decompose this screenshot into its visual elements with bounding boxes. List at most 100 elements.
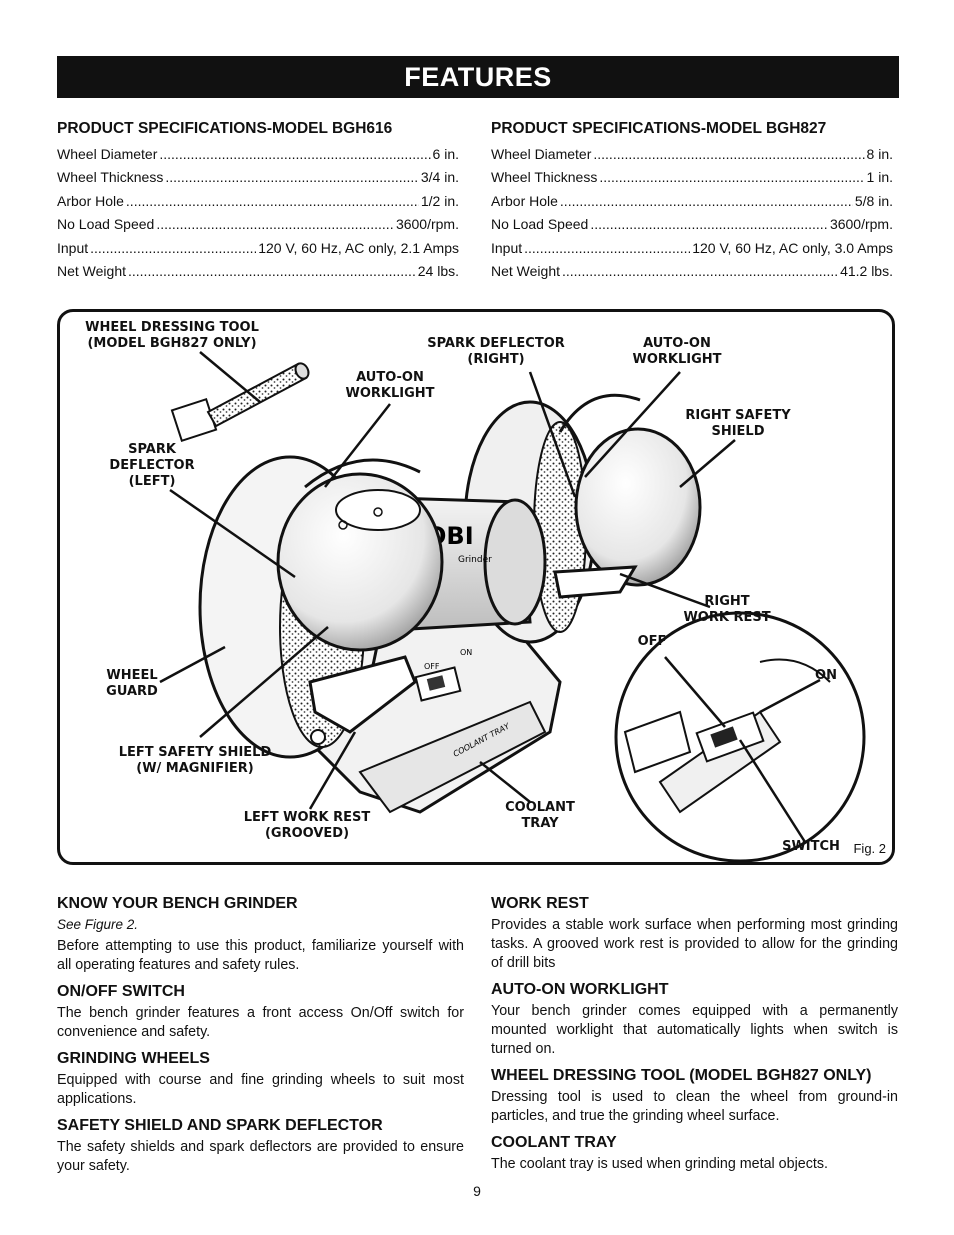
spec-row: Wheel Thickness 1 in.: [491, 169, 893, 192]
section-heading: COOLANT TRAY: [491, 1134, 617, 1151]
leader-dots: [599, 169, 864, 185]
section-coolant-tray: COOLANT TRAY The coolant tray is used wh…: [491, 1134, 898, 1174]
leader-dots: [90, 240, 256, 256]
spec-row: Net Weight 41.2 lbs.: [491, 263, 893, 286]
callout-off: OFF: [637, 634, 667, 649]
specs-bgh827-title: PRODUCT SPECIFICATIONS-MODEL BGH827: [491, 120, 827, 137]
spec-value: 120 V, 60 Hz, AC only, 3.0 Amps: [692, 239, 893, 256]
spec-label: No Load Speed: [57, 216, 155, 233]
section-heading: ON/OFF SWITCH: [57, 983, 185, 1000]
section-note: See Figure 2.: [57, 917, 139, 932]
spec-value: 120 V, 60 Hz, AC only, 2.1 Amps: [258, 239, 459, 256]
section-grinding-wheels: GRINDING WHEELS Equipped with course and…: [57, 1050, 464, 1109]
spec-row: No Load Speed 3600/rpm.: [491, 216, 893, 239]
features-left-column: KNOW YOUR BENCH GRINDER See Figure 2. Be…: [57, 895, 464, 1184]
spec-row: Wheel Diameter 6 in.: [57, 146, 459, 169]
spec-value: 5/8 in.: [854, 192, 893, 209]
section-body: The bench grinder features a front acces…: [57, 1005, 464, 1040]
section-body: Before attempting to use this product, f…: [57, 938, 464, 973]
switch-inset: [614, 611, 866, 862]
section-body: Your bench grinder comes equipped with a…: [491, 1003, 898, 1057]
leader-dots: [128, 263, 416, 279]
spec-value: 3600/rpm.: [395, 216, 459, 233]
spec-row: Input 120 V, 60 Hz, AC only, 3.0 Amps: [491, 240, 893, 263]
section-heading: WHEEL DRESSING TOOL (MODEL BGH827 ONLY): [491, 1067, 872, 1084]
page-title: FEATURES: [57, 56, 899, 98]
specs-bgh827: PRODUCT SPECIFICATIONS-MODEL BGH827 Whee…: [491, 120, 893, 286]
spec-value: 6 in.: [432, 146, 459, 162]
spec-label: Net Weight: [57, 262, 126, 279]
spec-value: 3600/rpm.: [829, 216, 893, 233]
section-heading: AUTO-ON WORKLIGHT: [491, 981, 669, 998]
switch-on-text: ON: [460, 648, 472, 657]
leader-dots: [159, 146, 430, 162]
callout-worklight-left: AUTO-ON WORKLIGHT: [345, 370, 435, 401]
spec-label: Wheel Thickness: [57, 169, 164, 186]
callout-spark-deflector-left: SPARK DEFLECTOR (LEFT): [109, 442, 195, 489]
spec-label: Wheel Diameter: [57, 146, 158, 162]
section-know-your-grinder: KNOW YOUR BENCH GRINDER See Figure 2. Be…: [57, 895, 464, 975]
spec-label: Arbor Hole: [491, 192, 558, 209]
callout-coolant-tray: COOLANT TRAY: [505, 800, 575, 831]
spec-row: Wheel Diameter8 in.: [491, 146, 893, 169]
specs-bgh616-title: PRODUCT SPECIFICATIONS-MODEL BGH616: [57, 120, 393, 137]
callout-left-safety-shield: LEFT SAFETY SHIELD (W/ MAGNIFIER): [118, 745, 272, 776]
leader-dots: [590, 216, 828, 232]
spec-row: No Load Speed 3600/rpm.: [57, 216, 459, 239]
callout-left-work-rest: LEFT WORK REST (GROOVED): [243, 810, 371, 841]
grinder-text: Grinder: [458, 555, 492, 565]
callout-spark-deflector-right: SPARK DEFLECTOR (RIGHT): [427, 336, 565, 367]
section-heading: GRINDING WHEELS: [57, 1050, 210, 1067]
callout-worklight-right: AUTO-ON WORKLIGHT: [632, 336, 722, 367]
section-auto-on-worklight: AUTO-ON WORKLIGHT Your bench grinder com…: [491, 981, 898, 1059]
leader-lines: [159, 351, 821, 843]
section-heading: WORK REST: [491, 895, 589, 912]
switch-off-text: OFF: [424, 662, 440, 671]
spec-row: Arbor Hole 1/2 in.: [57, 193, 459, 216]
spec-row: Arbor Hole 5/8 in.: [491, 193, 893, 216]
section-work-rest: WORK REST Provides a stable work surface…: [491, 895, 898, 973]
leader-dots: [560, 193, 853, 209]
leader-dots: [126, 193, 419, 209]
spec-row: Input 120 V, 60 Hz, AC only, 2.1 Amps: [57, 240, 459, 263]
spec-label: Arbor Hole: [57, 192, 124, 209]
leader-dots: [524, 240, 690, 256]
callout-dressing-tool: WHEEL DRESSING TOOL (MODEL BGH827 ONLY): [85, 320, 259, 351]
callout-right-safety-shield: RIGHT SAFETY SHIELD: [685, 408, 791, 439]
section-body: The safety shields and spark deflectors …: [57, 1139, 464, 1174]
spec-row: Net Weight 24 lbs.: [57, 263, 459, 286]
spec-value: 24 lbs.: [417, 262, 459, 279]
spec-row: Wheel Thickness 3/4 in.: [57, 169, 459, 192]
features-right-column: WORK REST Provides a stable work surface…: [491, 895, 898, 1182]
spec-value: 41.2 lbs.: [840, 262, 893, 279]
callout-on: ON: [815, 668, 837, 683]
callout-switch: SWITCH: [782, 839, 840, 854]
grinder-illustration: COOLANT TRAY OFF ON OBI Grinder: [159, 351, 866, 862]
leader-dots: [562, 263, 838, 279]
spec-value: 1/2 in.: [420, 192, 459, 209]
spec-value: 8 in.: [866, 146, 893, 162]
dressing-tool-drawing: [170, 362, 310, 443]
section-heading: SAFETY SHIELD AND SPARK DEFLECTOR: [57, 1117, 383, 1134]
section-wheel-dressing-tool: WHEEL DRESSING TOOL (MODEL BGH827 ONLY) …: [491, 1067, 898, 1126]
spec-label: Net Weight: [491, 262, 560, 279]
section-body: Provides a stable work surface when perf…: [491, 917, 898, 971]
section-body: Dressing tool is used to clean the wheel…: [491, 1089, 898, 1124]
section-body: The coolant tray is used when grinding m…: [491, 1156, 828, 1172]
figure-caption: Fig. 2: [853, 841, 886, 856]
section-body: Equipped with course and fine grinding w…: [57, 1072, 464, 1107]
page-number: 9: [473, 1183, 481, 1199]
section-safety-shield: SAFETY SHIELD AND SPARK DEFLECTOR The sa…: [57, 1117, 464, 1176]
leader-dots: [593, 146, 864, 162]
left-wheel-assembly: [198, 455, 444, 759]
section-on-off-switch: ON/OFF SWITCH The bench grinder features…: [57, 983, 464, 1042]
specs-bgh616: PRODUCT SPECIFICATIONS-MODEL BGH616 Whee…: [57, 120, 459, 286]
spec-value: 1 in.: [866, 169, 893, 186]
spec-label: Input: [491, 239, 523, 256]
spec-label: Wheel Thickness: [491, 169, 598, 186]
spec-label: Input: [57, 239, 89, 256]
spec-value: 3/4 in.: [420, 169, 459, 186]
callout-right-work-rest: RIGHT WORK REST: [683, 594, 771, 625]
bench-grinder-figure: COOLANT TRAY OFF ON OBI Grinder: [57, 309, 895, 865]
spec-label: No Load Speed: [491, 216, 589, 233]
